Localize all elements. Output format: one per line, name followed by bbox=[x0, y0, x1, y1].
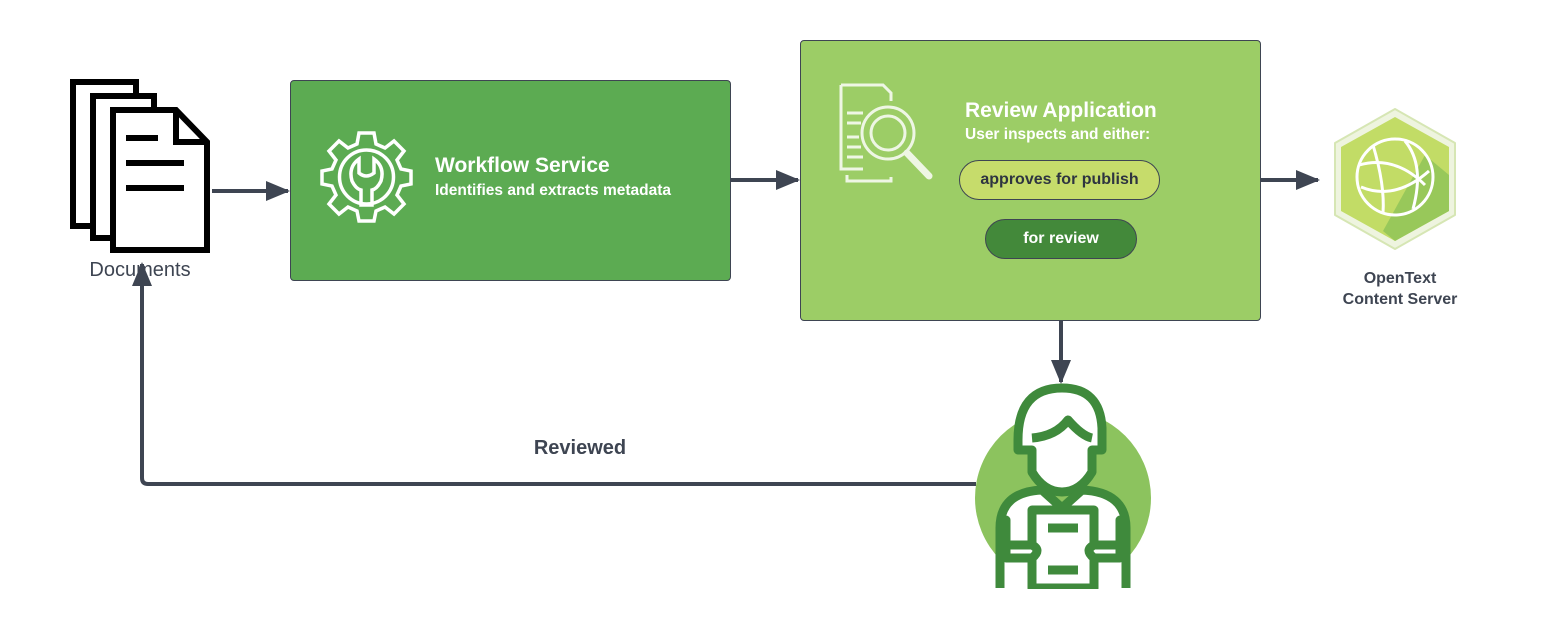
globe-hexagon-icon bbox=[1334, 108, 1456, 250]
documents-label: Documents bbox=[89, 259, 191, 281]
content-server-label: OpenText Content Server bbox=[1320, 268, 1480, 310]
document-search-gear-icon bbox=[839, 83, 933, 183]
for-review-option[interactable]: for review bbox=[985, 219, 1137, 259]
reviewed-edge-label: Reviewed bbox=[533, 437, 627, 459]
gear-wrench-icon bbox=[320, 131, 413, 223]
content-server-line2: Content Server bbox=[1342, 291, 1458, 308]
documents-stack-icon bbox=[70, 79, 210, 253]
arrow-reviewer-to-documents bbox=[132, 262, 976, 486]
review-title: Review Application bbox=[965, 99, 1157, 122]
review-subtitle: User inspects and either: bbox=[965, 126, 1151, 143]
approves-for-publish-option[interactable]: approves for publish bbox=[959, 160, 1160, 200]
workflow-service-box[interactable]: Workflow Service Identifies and extracts… bbox=[290, 80, 731, 281]
workflow-subtitle: Identifies and extracts metadata bbox=[435, 182, 672, 199]
workflow-title: Workflow Service bbox=[435, 154, 610, 177]
content-server-line1: OpenText bbox=[1363, 270, 1437, 287]
reviewer-person-icon bbox=[975, 383, 1151, 589]
